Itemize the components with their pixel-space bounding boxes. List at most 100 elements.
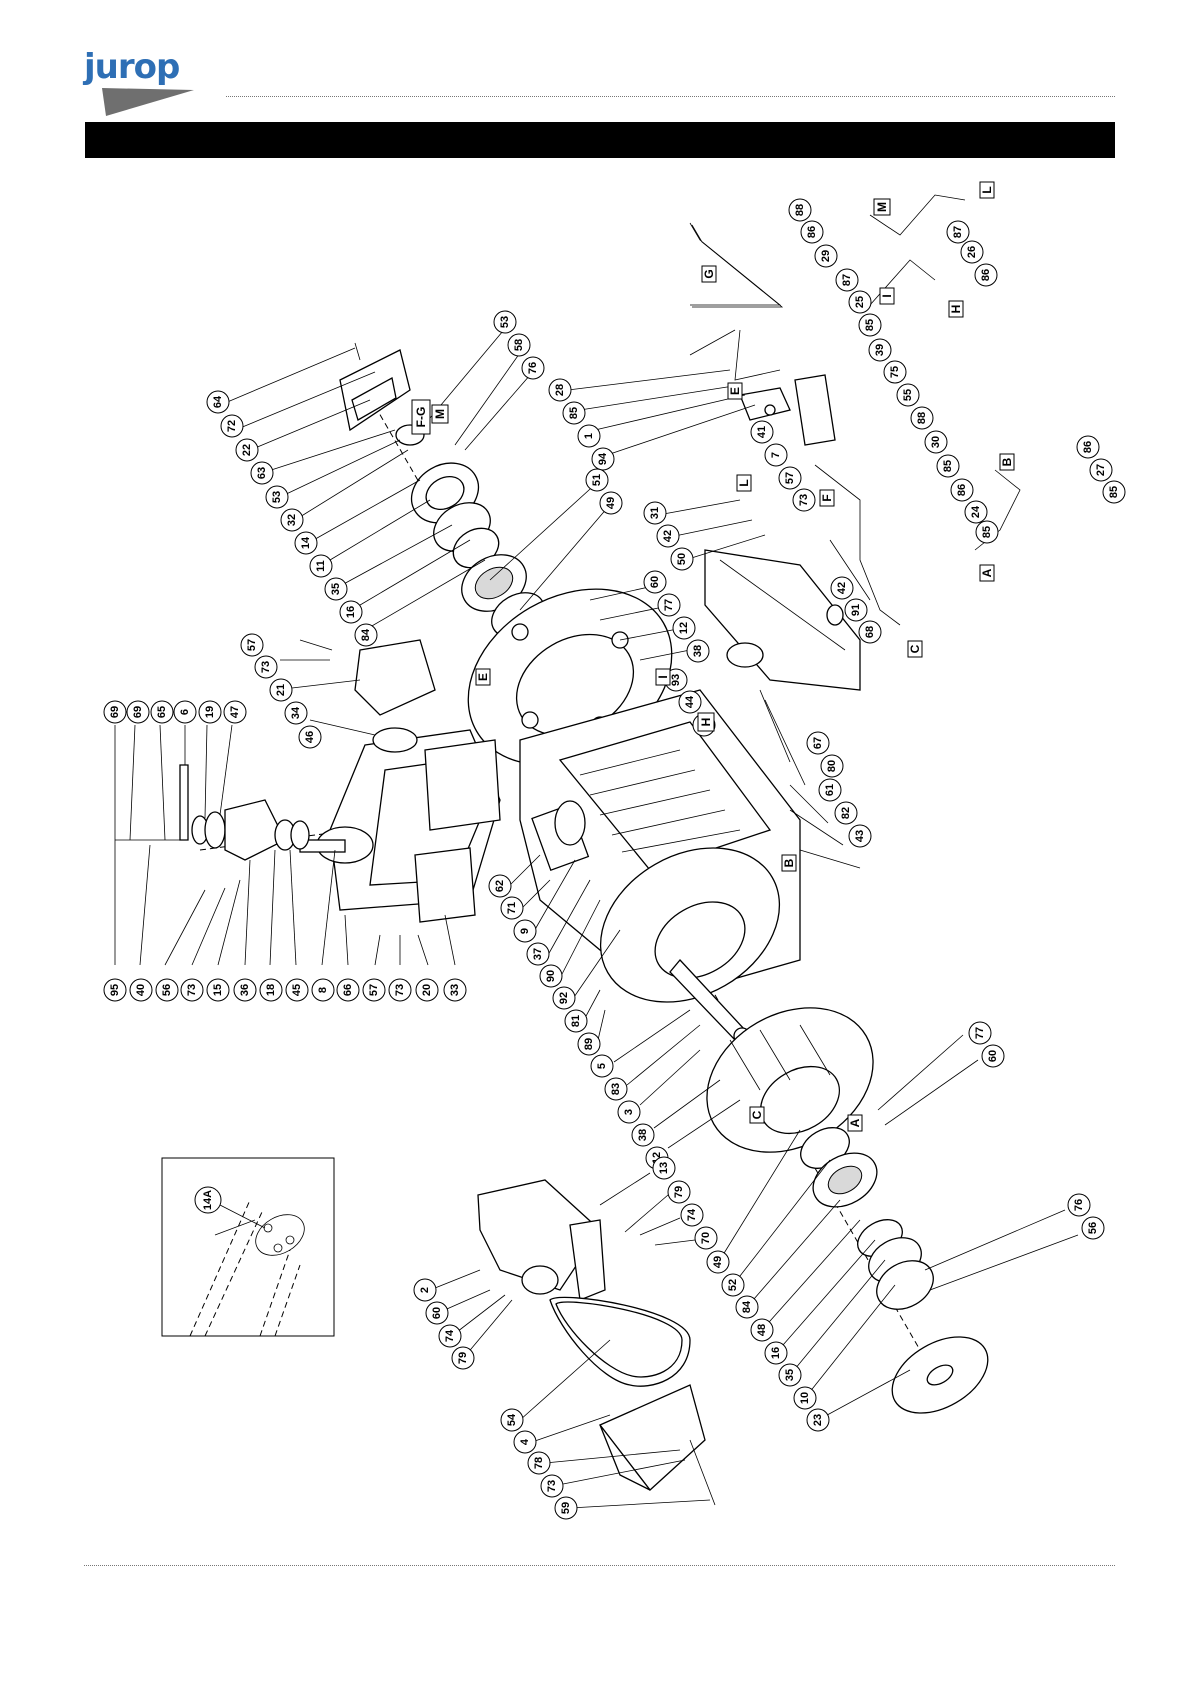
callout-74: 74 (680, 1203, 704, 1227)
callout-number: 15 (212, 984, 224, 996)
callout-79: 79 (451, 1346, 475, 1370)
callout-7: 7 (764, 443, 788, 467)
callout-number: 89 (583, 1038, 595, 1050)
callout-number: 43 (854, 830, 866, 842)
callout-number: 91 (850, 604, 862, 616)
callout-12: 12 (672, 616, 696, 640)
callout-bubble (590, 1054, 614, 1078)
callout-bubble (284, 701, 308, 725)
callout-bubble (721, 1273, 745, 1297)
jurop-logo: jurop (84, 50, 204, 116)
callout-bubble (591, 447, 615, 471)
callout-number: 85 (568, 407, 580, 419)
callout-number: 42 (662, 530, 674, 542)
callout-number: 29 (820, 250, 832, 262)
callout-number: 77 (663, 599, 675, 611)
callout-number: 46 (304, 731, 316, 743)
callout-number: 51 (591, 474, 603, 486)
callout-bubble (858, 620, 882, 644)
callout-bubble (1102, 480, 1126, 504)
callout-24: 24 (964, 500, 988, 524)
callout-6: 6 (173, 700, 197, 724)
callout-81: 81 (564, 1009, 588, 1033)
tag-box (979, 564, 995, 582)
callout-bubble (868, 338, 892, 362)
callout-bubble (672, 616, 696, 640)
rear-bearing-stack (800, 1127, 934, 1310)
callout-bubble (285, 978, 309, 1002)
callout-bubble (280, 508, 304, 532)
callout-number: 86 (956, 484, 968, 496)
callout-bubble (309, 554, 333, 578)
callout-52: 52 (721, 1273, 745, 1297)
callout-number: 67 (812, 737, 824, 749)
callout-29: 29 (814, 244, 838, 268)
callout-number: 20 (421, 984, 433, 996)
callout-47: 47 (223, 700, 247, 724)
callout-86: 86 (1076, 435, 1100, 459)
callout-bubble (206, 390, 230, 414)
connection-tag-m: M (873, 198, 891, 216)
callout-85: 85 (975, 520, 999, 544)
callout-60: 60 (425, 1301, 449, 1325)
callout-11: 11 (309, 554, 333, 578)
callout-bubble (488, 874, 512, 898)
callout-number: 10 (799, 1392, 811, 1404)
callout-85: 85 (1102, 480, 1126, 504)
callout-number: 25 (854, 296, 866, 308)
callout-9: 9 (513, 919, 537, 943)
callout-27: 27 (1089, 458, 1113, 482)
callout-number: 57 (784, 472, 796, 484)
callout-56: 56 (155, 978, 179, 1002)
callout-86: 86 (974, 263, 998, 287)
callout-75: 75 (883, 360, 907, 384)
callout-16: 16 (339, 600, 363, 624)
callout-73: 73 (180, 978, 204, 1002)
connection-tag-a: A (979, 564, 995, 582)
callout-bubble (562, 401, 586, 425)
callout-32: 32 (280, 508, 304, 532)
tag-letter: H (949, 305, 963, 314)
callout-number: 86 (980, 269, 992, 281)
callout-number: 87 (841, 274, 853, 286)
callout-26: 26 (960, 240, 984, 264)
callout-21: 21 (269, 678, 293, 702)
callout-22: 22 (235, 438, 259, 462)
callout-number: 69 (132, 706, 144, 718)
callout-number: 31 (649, 507, 661, 519)
callout-bubble (180, 978, 204, 1002)
callout-number: 45 (291, 984, 303, 996)
callout-bubble (792, 488, 816, 512)
callout-bubble (750, 1318, 774, 1342)
callout-number: 16 (770, 1347, 782, 1359)
callout-bubble (324, 577, 348, 601)
callout-bubble (150, 700, 174, 724)
callout-number: 36 (239, 984, 251, 996)
callout-number: 69 (109, 706, 121, 718)
callout-bubble (513, 919, 537, 943)
callout-61: 61 (818, 778, 842, 802)
callout-bubble (493, 310, 517, 334)
callout-number: 34 (290, 706, 302, 719)
callout-bubble (585, 468, 609, 492)
callout-number: 55 (902, 389, 914, 401)
callout-bubble (981, 1044, 1005, 1068)
callout-16: 16 (764, 1341, 788, 1365)
callout-73: 73 (540, 1474, 564, 1498)
callout-bubble (507, 333, 531, 357)
callout-38: 38 (631, 1123, 655, 1147)
tag-letter: F-G (414, 407, 428, 428)
callout-bubble (936, 454, 960, 478)
connection-tag-f: F (819, 489, 835, 507)
tag-box (701, 265, 717, 283)
callout-bubble (848, 290, 872, 314)
belt-guard (598, 1384, 716, 1506)
callout-number: 73 (186, 984, 198, 996)
callout-number: 85 (981, 526, 993, 538)
connection-tag-e: E (475, 668, 491, 686)
callout-bubble (233, 978, 257, 1002)
callout-51: 51 (585, 468, 609, 492)
title-bar (85, 122, 1115, 158)
callout-72: 72 (220, 414, 244, 438)
callout-44: 44 (678, 690, 702, 714)
